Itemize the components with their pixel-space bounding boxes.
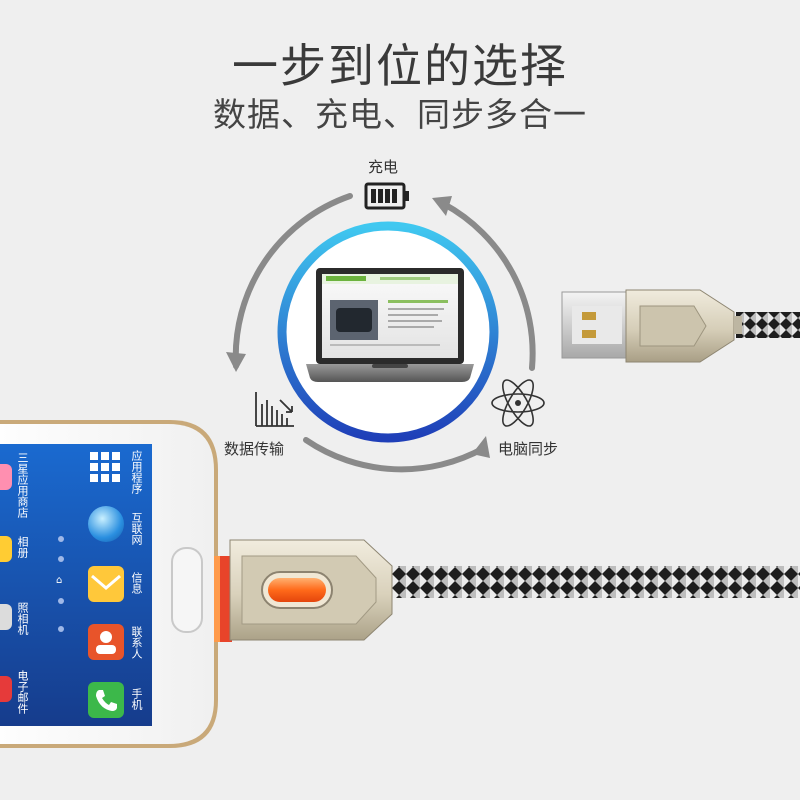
- store-app-icon[interactable]: [0, 464, 12, 490]
- page-dot: [58, 556, 64, 562]
- gallery-app-icon[interactable]: [0, 536, 12, 562]
- email-app-icon[interactable]: [0, 676, 12, 702]
- apps-grid-icon[interactable]: [88, 450, 122, 484]
- app-label-email: 电子邮件: [16, 670, 29, 714]
- app-label-camera: 照相机: [16, 602, 29, 635]
- app-label-store: 三星应用商店: [16, 452, 29, 518]
- app-label-gallery: 相册: [16, 536, 29, 558]
- battery-icon: [364, 182, 409, 210]
- app-label-messages: 信息: [130, 572, 143, 594]
- camera-app-icon[interactable]: [0, 604, 12, 630]
- page-dot: [58, 536, 64, 542]
- arrow-heads: [226, 196, 490, 458]
- pc-sync-label: 电脑同步: [498, 440, 559, 458]
- cycle-arrows: [232, 193, 536, 473]
- app-label-apps: 应用程序: [130, 450, 143, 494]
- phone-call-icon[interactable]: [88, 682, 124, 718]
- atom-sync-icon: [491, 379, 545, 427]
- page-dot: [58, 626, 64, 632]
- home-indicator-icon: ⌂: [56, 575, 63, 586]
- data-transfer-label: 数据传输: [224, 440, 285, 458]
- app-label-phone: 手机: [130, 688, 143, 710]
- charging-label: 充电: [368, 158, 399, 176]
- page-dot: [58, 598, 64, 604]
- contacts-icon[interactable]: [88, 624, 124, 660]
- internet-globe-icon[interactable]: [88, 506, 124, 542]
- headline-subtitle: 数据、充电、同步多合一: [213, 95, 587, 134]
- app-label-contacts: 联系人: [130, 626, 143, 659]
- app-label-internet: 互联网: [130, 512, 143, 545]
- phone-screen: 三星应用商店 相册 照相机 电子邮件 ⌂ 应用程序 互联网 信息 联系人 手机: [0, 444, 152, 726]
- data-transfer-icon: [255, 392, 294, 427]
- messages-envelope-icon[interactable]: [88, 566, 124, 602]
- headline-title: 一步到位的选择: [232, 39, 568, 93]
- laptop-illustration: [306, 268, 474, 382]
